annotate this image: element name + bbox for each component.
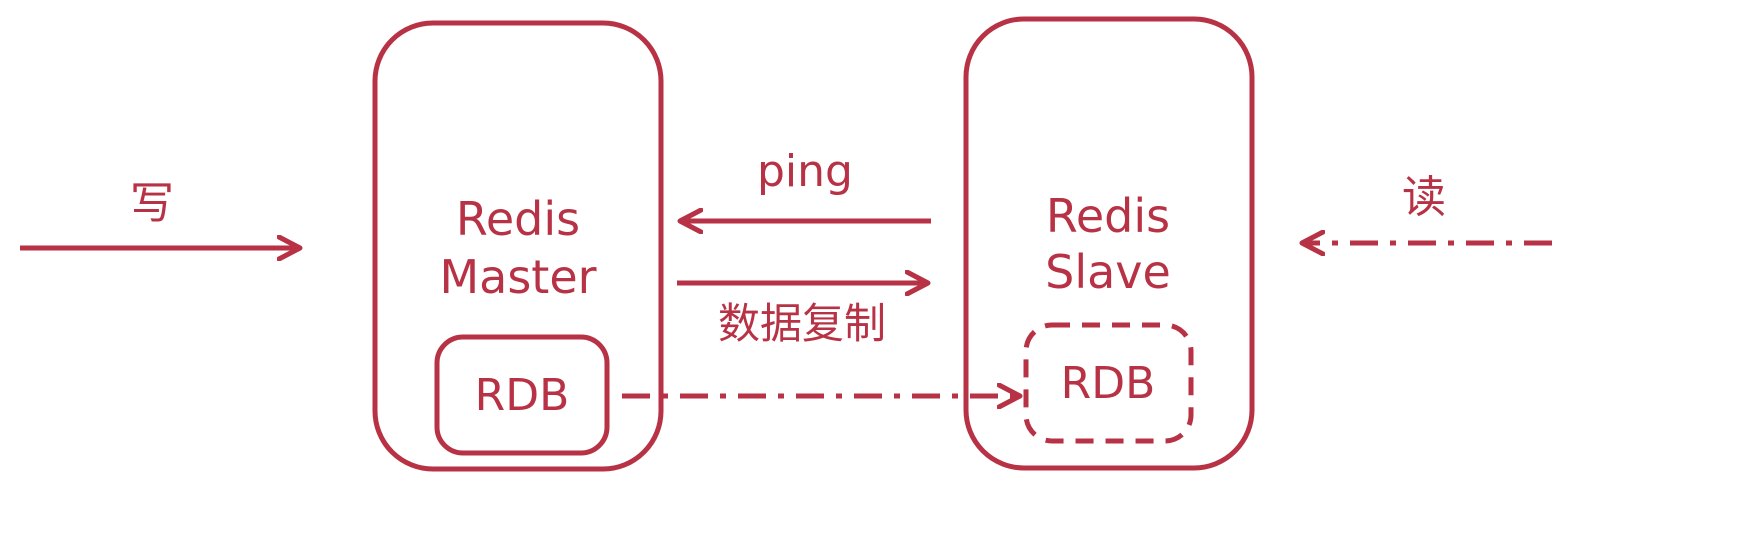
- write-flow: 写: [20, 178, 300, 248]
- slave-title-line2: Slave: [1045, 245, 1171, 299]
- replication-flow: 数据复制: [677, 283, 928, 348]
- master-box: [372, 20, 664, 472]
- master-rdb-label: RDB: [475, 370, 570, 421]
- replication-label: 数据复制: [718, 299, 886, 348]
- master-rdb-box: [434, 334, 610, 456]
- redis-slave-node: Redis Slave RDB: [963, 16, 1255, 471]
- master-title-line1: Redis: [456, 192, 580, 246]
- read-label: 读: [1402, 172, 1446, 223]
- redis-master-node: Redis Master RDB: [372, 20, 664, 472]
- ping-flow: ping: [680, 146, 931, 221]
- ping-label: ping: [757, 146, 853, 197]
- slave-rdb-label: RDB: [1061, 358, 1156, 409]
- write-label: 写: [130, 178, 174, 229]
- slave-rdb-box: [1023, 322, 1194, 444]
- master-title-line2: Master: [439, 250, 596, 304]
- slave-title-line1: Redis: [1046, 189, 1170, 243]
- read-flow: 读: [1302, 172, 1552, 243]
- slave-box: [963, 16, 1255, 471]
